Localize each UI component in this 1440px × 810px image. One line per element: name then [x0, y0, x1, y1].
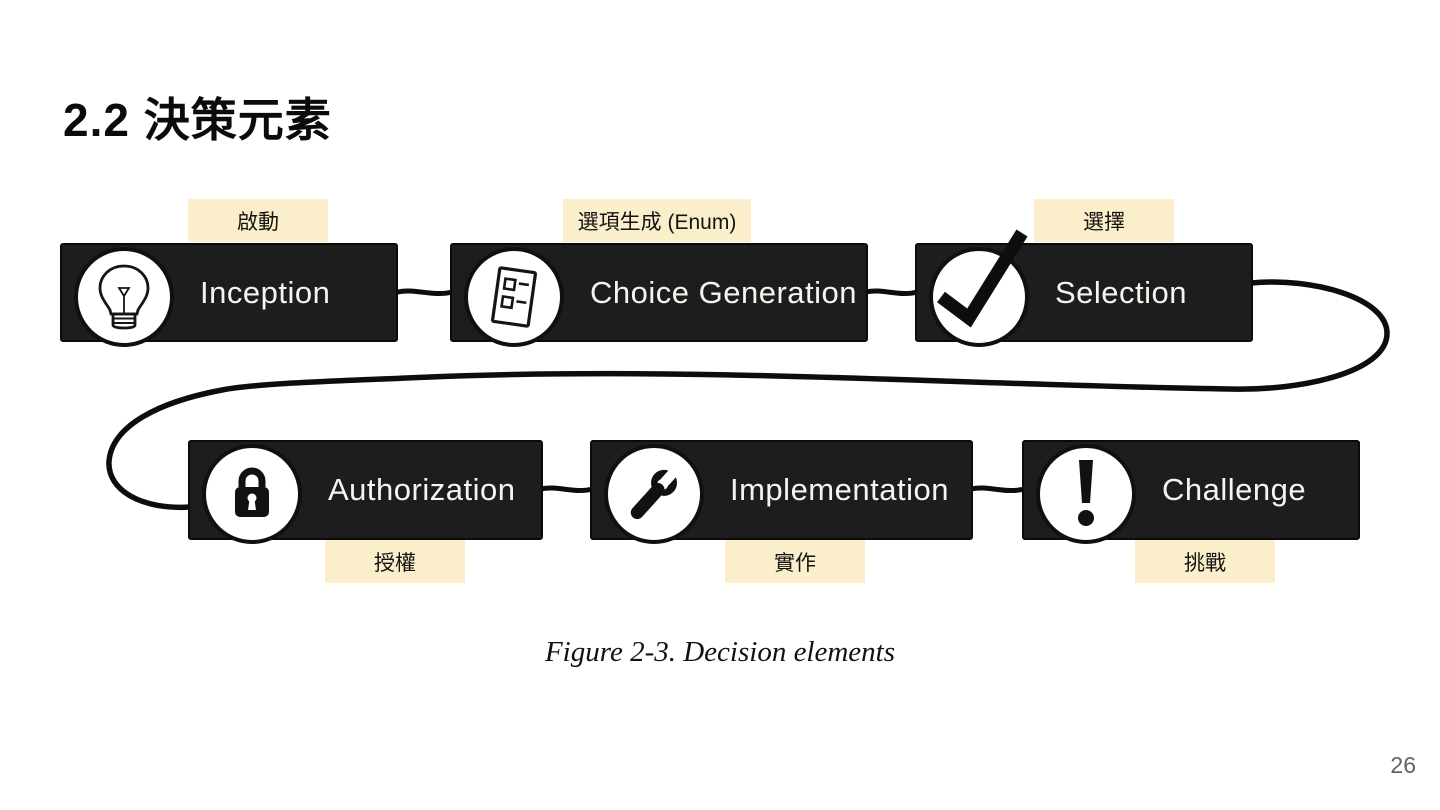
tag-selection: 選擇 [1034, 199, 1174, 242]
connector-authorization-implementation [538, 485, 595, 494]
tag-implementation: 實作 [725, 540, 865, 583]
stage-label-authorization: Authorization [328, 472, 516, 507]
stage-label-challenge: Challenge [1162, 472, 1307, 507]
stage-implementation: Implementation [590, 440, 973, 544]
slide-title: 2.2 決策元素 [63, 94, 332, 146]
tag-choice-generation: 選項生成 (Enum) [563, 199, 751, 242]
connector-inception-choice [395, 288, 455, 297]
stage-challenge: Challenge [1022, 440, 1360, 544]
stage-label-implementation: Implementation [730, 472, 949, 507]
stage-label-inception: Inception [200, 274, 331, 310]
figure-caption: Figure 2-3. Decision elements [544, 636, 896, 668]
stage-inception: Inception [60, 243, 398, 347]
tag-inception: 啟動 [188, 199, 328, 242]
flow-s-curve [106, 279, 1390, 511]
exclamation-icon [1036, 444, 1136, 544]
page-number: 26 [1390, 752, 1416, 778]
stage-authorization: Authorization [188, 440, 543, 544]
connector-implementation-challenge [968, 485, 1027, 494]
connector-choice-selection [863, 288, 920, 297]
tag-challenge: 挑戰 [1135, 540, 1275, 583]
stage-choice-generation: Choice Generation [450, 243, 868, 347]
stage-label-choice-generation: Choice Generation [590, 274, 857, 310]
lightbulb-icon [74, 246, 174, 347]
wrench-icon [604, 444, 704, 544]
checklist-icon [464, 246, 564, 347]
stage-selection: Selection [915, 229, 1253, 347]
tag-authorization: 授權 [325, 540, 465, 583]
padlock-icon [202, 444, 302, 544]
stage-label-selection: Selection [1055, 274, 1188, 310]
checkmark-icon [929, 229, 1029, 347]
